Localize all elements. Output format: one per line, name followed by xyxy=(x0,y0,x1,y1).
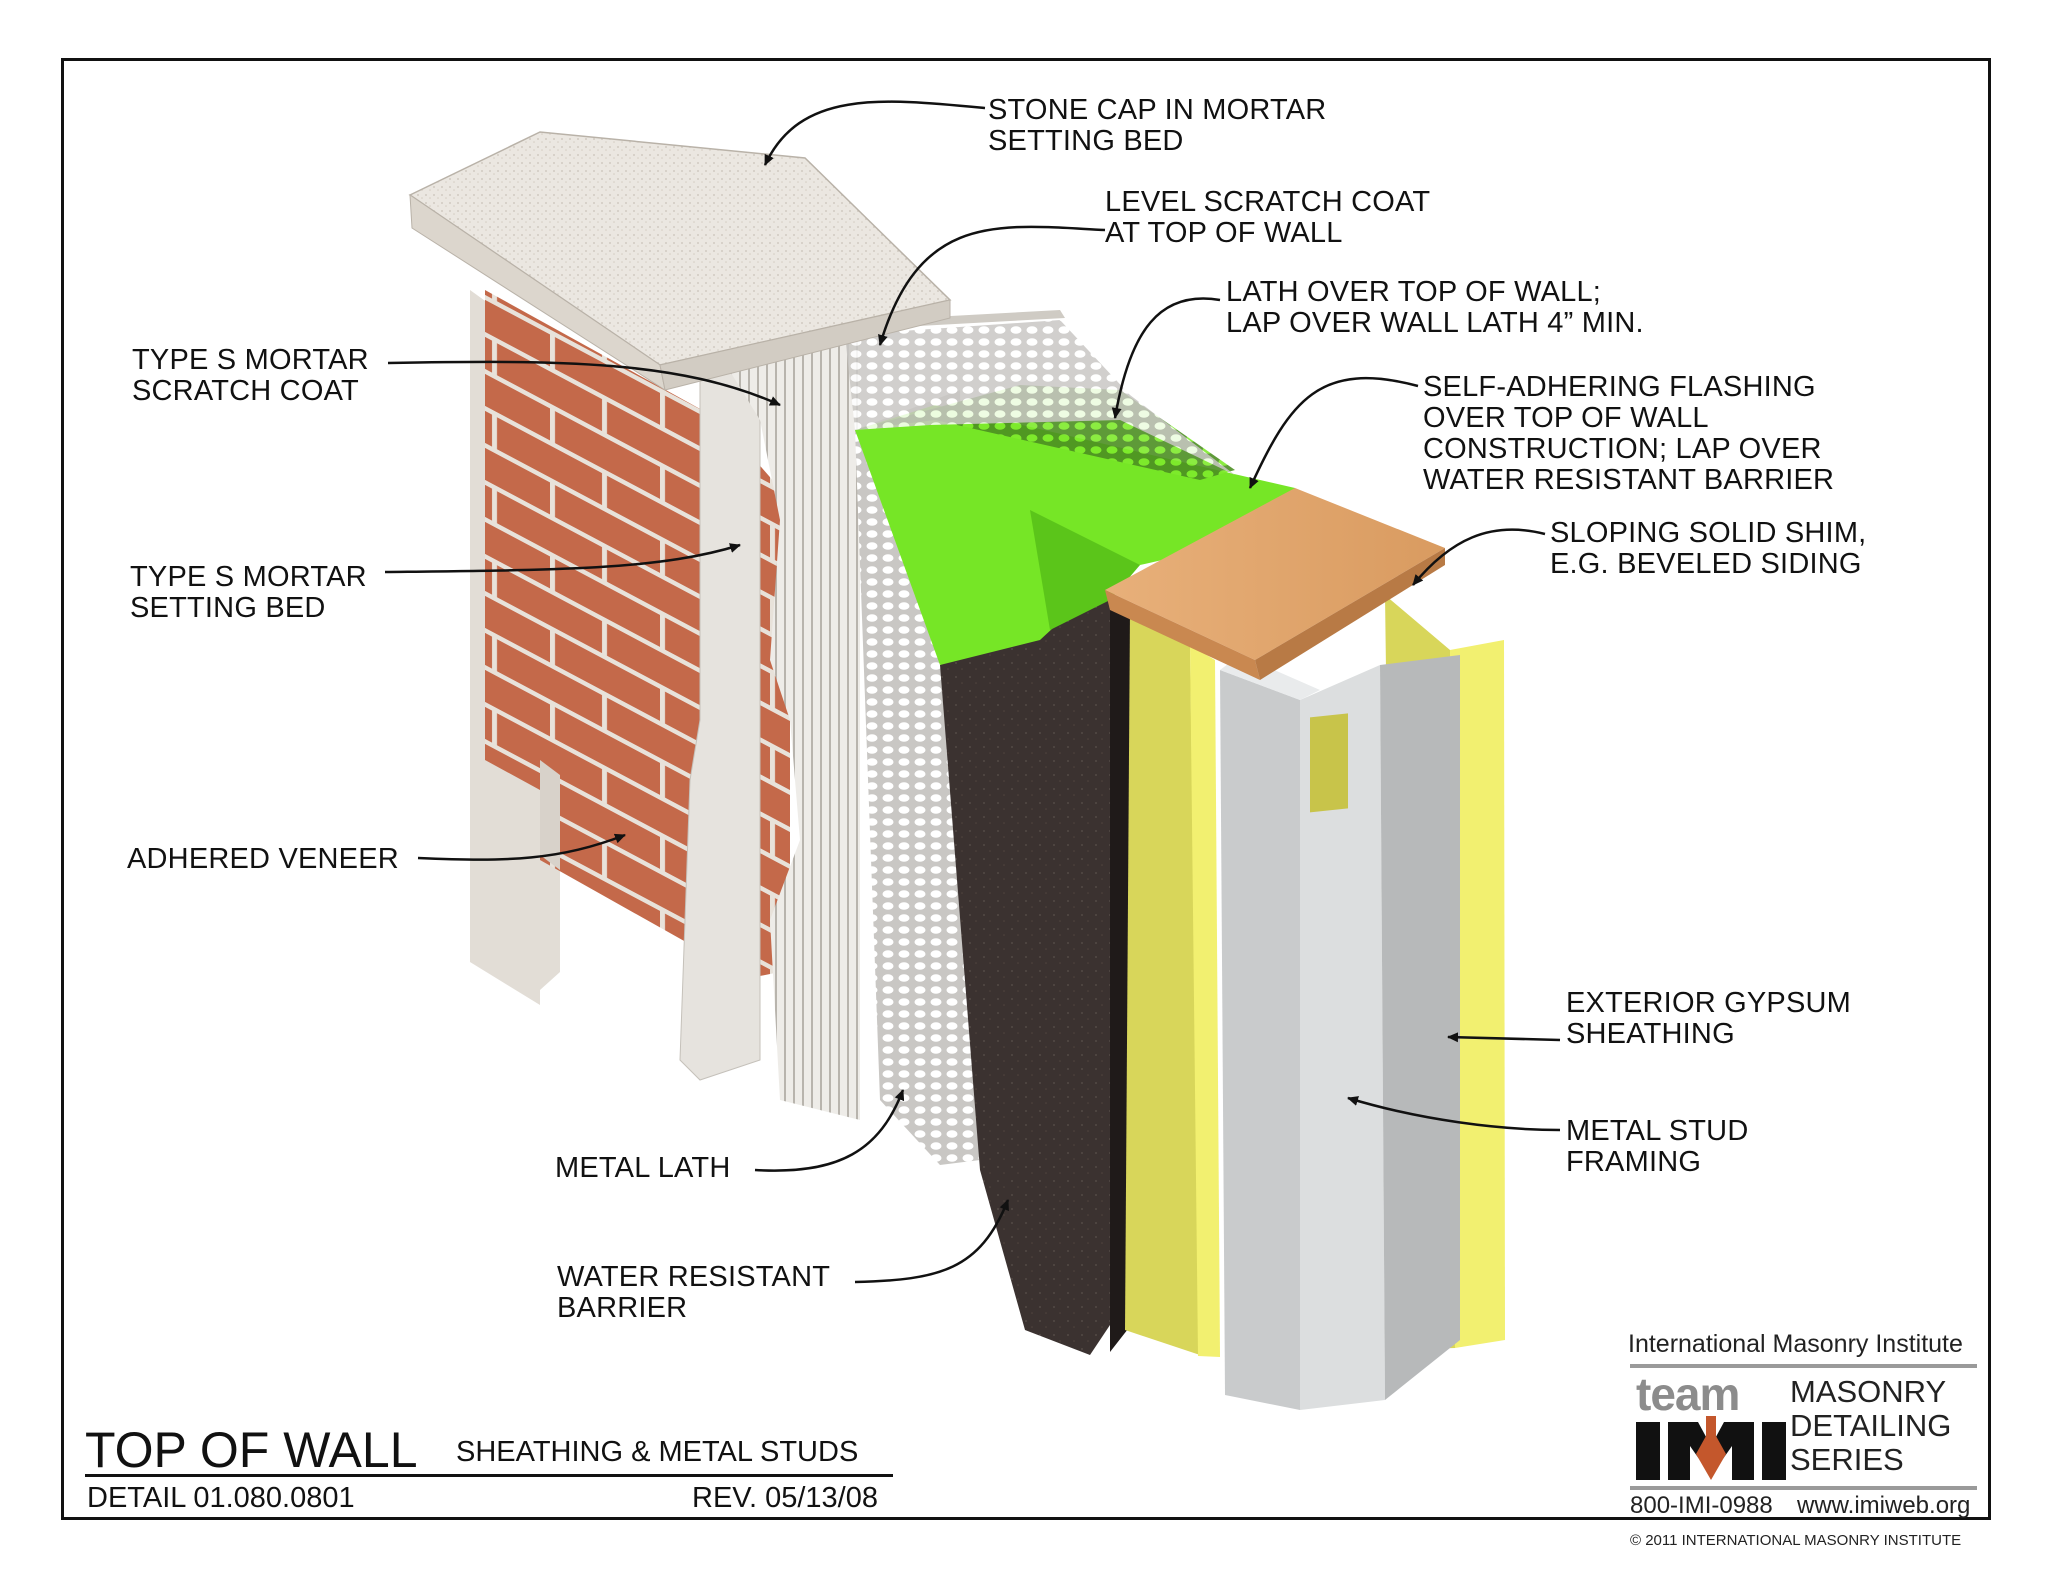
label-gypsum-sheathing: EXTERIOR GYPSUM SHEATHING xyxy=(1566,987,1851,1050)
leader-wrb xyxy=(854,1199,1010,1284)
leader-arrows xyxy=(384,100,1561,1284)
drawing-title: TOP OF WALL xyxy=(85,1422,418,1478)
leader-veneer xyxy=(417,833,626,861)
label-self-adhering-flashing: SELF-ADHERING FLASHING OVER TOP OF WALL … xyxy=(1423,371,1835,496)
label-sloping-shim: SLOPING SOLID SHIM, E.G. BEVELED SIDING xyxy=(1550,517,1867,580)
title-rule xyxy=(85,1474,893,1477)
leader-stud xyxy=(1347,1096,1561,1132)
copyright-notice: © 2011 INTERNATIONAL MASONRY INSTITUTE xyxy=(1630,1532,1962,1549)
label-setting-bed: TYPE S MORTAR SETTING BED xyxy=(130,561,367,624)
water-resistant-barrier xyxy=(940,600,1120,1355)
top-lath xyxy=(845,320,1235,475)
imi-logo-mark xyxy=(1636,1416,1786,1480)
logo-team: team xyxy=(1636,1368,1740,1420)
leader-metal-lath xyxy=(754,1089,905,1172)
label-adhered-veneer: ADHERED VENEER xyxy=(127,843,399,875)
logo-rule-bottom xyxy=(1630,1486,1977,1490)
scratch-coat xyxy=(720,335,860,1120)
leader-stone-cap xyxy=(763,100,986,166)
stone-cap xyxy=(408,131,952,392)
logo-rule-top xyxy=(1630,1364,1977,1368)
leader-level-scratch xyxy=(878,225,1106,346)
label-metal-stud-framing: METAL STUD FRAMING xyxy=(1566,1115,1749,1178)
sloping-shim xyxy=(1105,488,1445,680)
leader-gypsum xyxy=(1447,1032,1561,1043)
leader-scratch-coat xyxy=(387,360,781,407)
label-level-scratch-coat: LEVEL SCRATCH COAT AT TOP OF WALL xyxy=(1105,186,1431,249)
logo-phone: 800-IMI-0988 xyxy=(1630,1492,1773,1519)
revision-date: REV. 05/13/08 xyxy=(692,1482,878,1514)
label-water-resistant-barrier: WATER RESISTANT BARRIER xyxy=(557,1261,831,1324)
leader-lath-top xyxy=(1111,297,1221,419)
drawing-border xyxy=(61,58,1991,1520)
metal-stud xyxy=(1220,655,1460,1410)
leader-setting-bed xyxy=(384,543,741,574)
label-stone-cap: STONE CAP IN MORTAR SETTING BED xyxy=(988,94,1327,157)
detail-number: DETAIL 01.080.0801 xyxy=(87,1482,355,1514)
logo-series: MASONRY DETAILING SERIES xyxy=(1790,1374,1952,1477)
logo-organization: International Masonry Institute xyxy=(1628,1330,1963,1358)
leader-shim xyxy=(1412,528,1546,586)
drawing-subtitle: SHEATHING & METAL STUDS xyxy=(456,1436,859,1468)
label-lath-over-top: LATH OVER TOP OF WALL; LAP OVER WALL LAT… xyxy=(1226,276,1644,339)
logo-website: www.imiweb.org xyxy=(1797,1492,1971,1519)
leader-flashing xyxy=(1248,376,1419,489)
label-scratch-coat: TYPE S MORTAR SCRATCH COAT xyxy=(132,344,369,407)
label-metal-lath: METAL LATH xyxy=(555,1152,731,1184)
